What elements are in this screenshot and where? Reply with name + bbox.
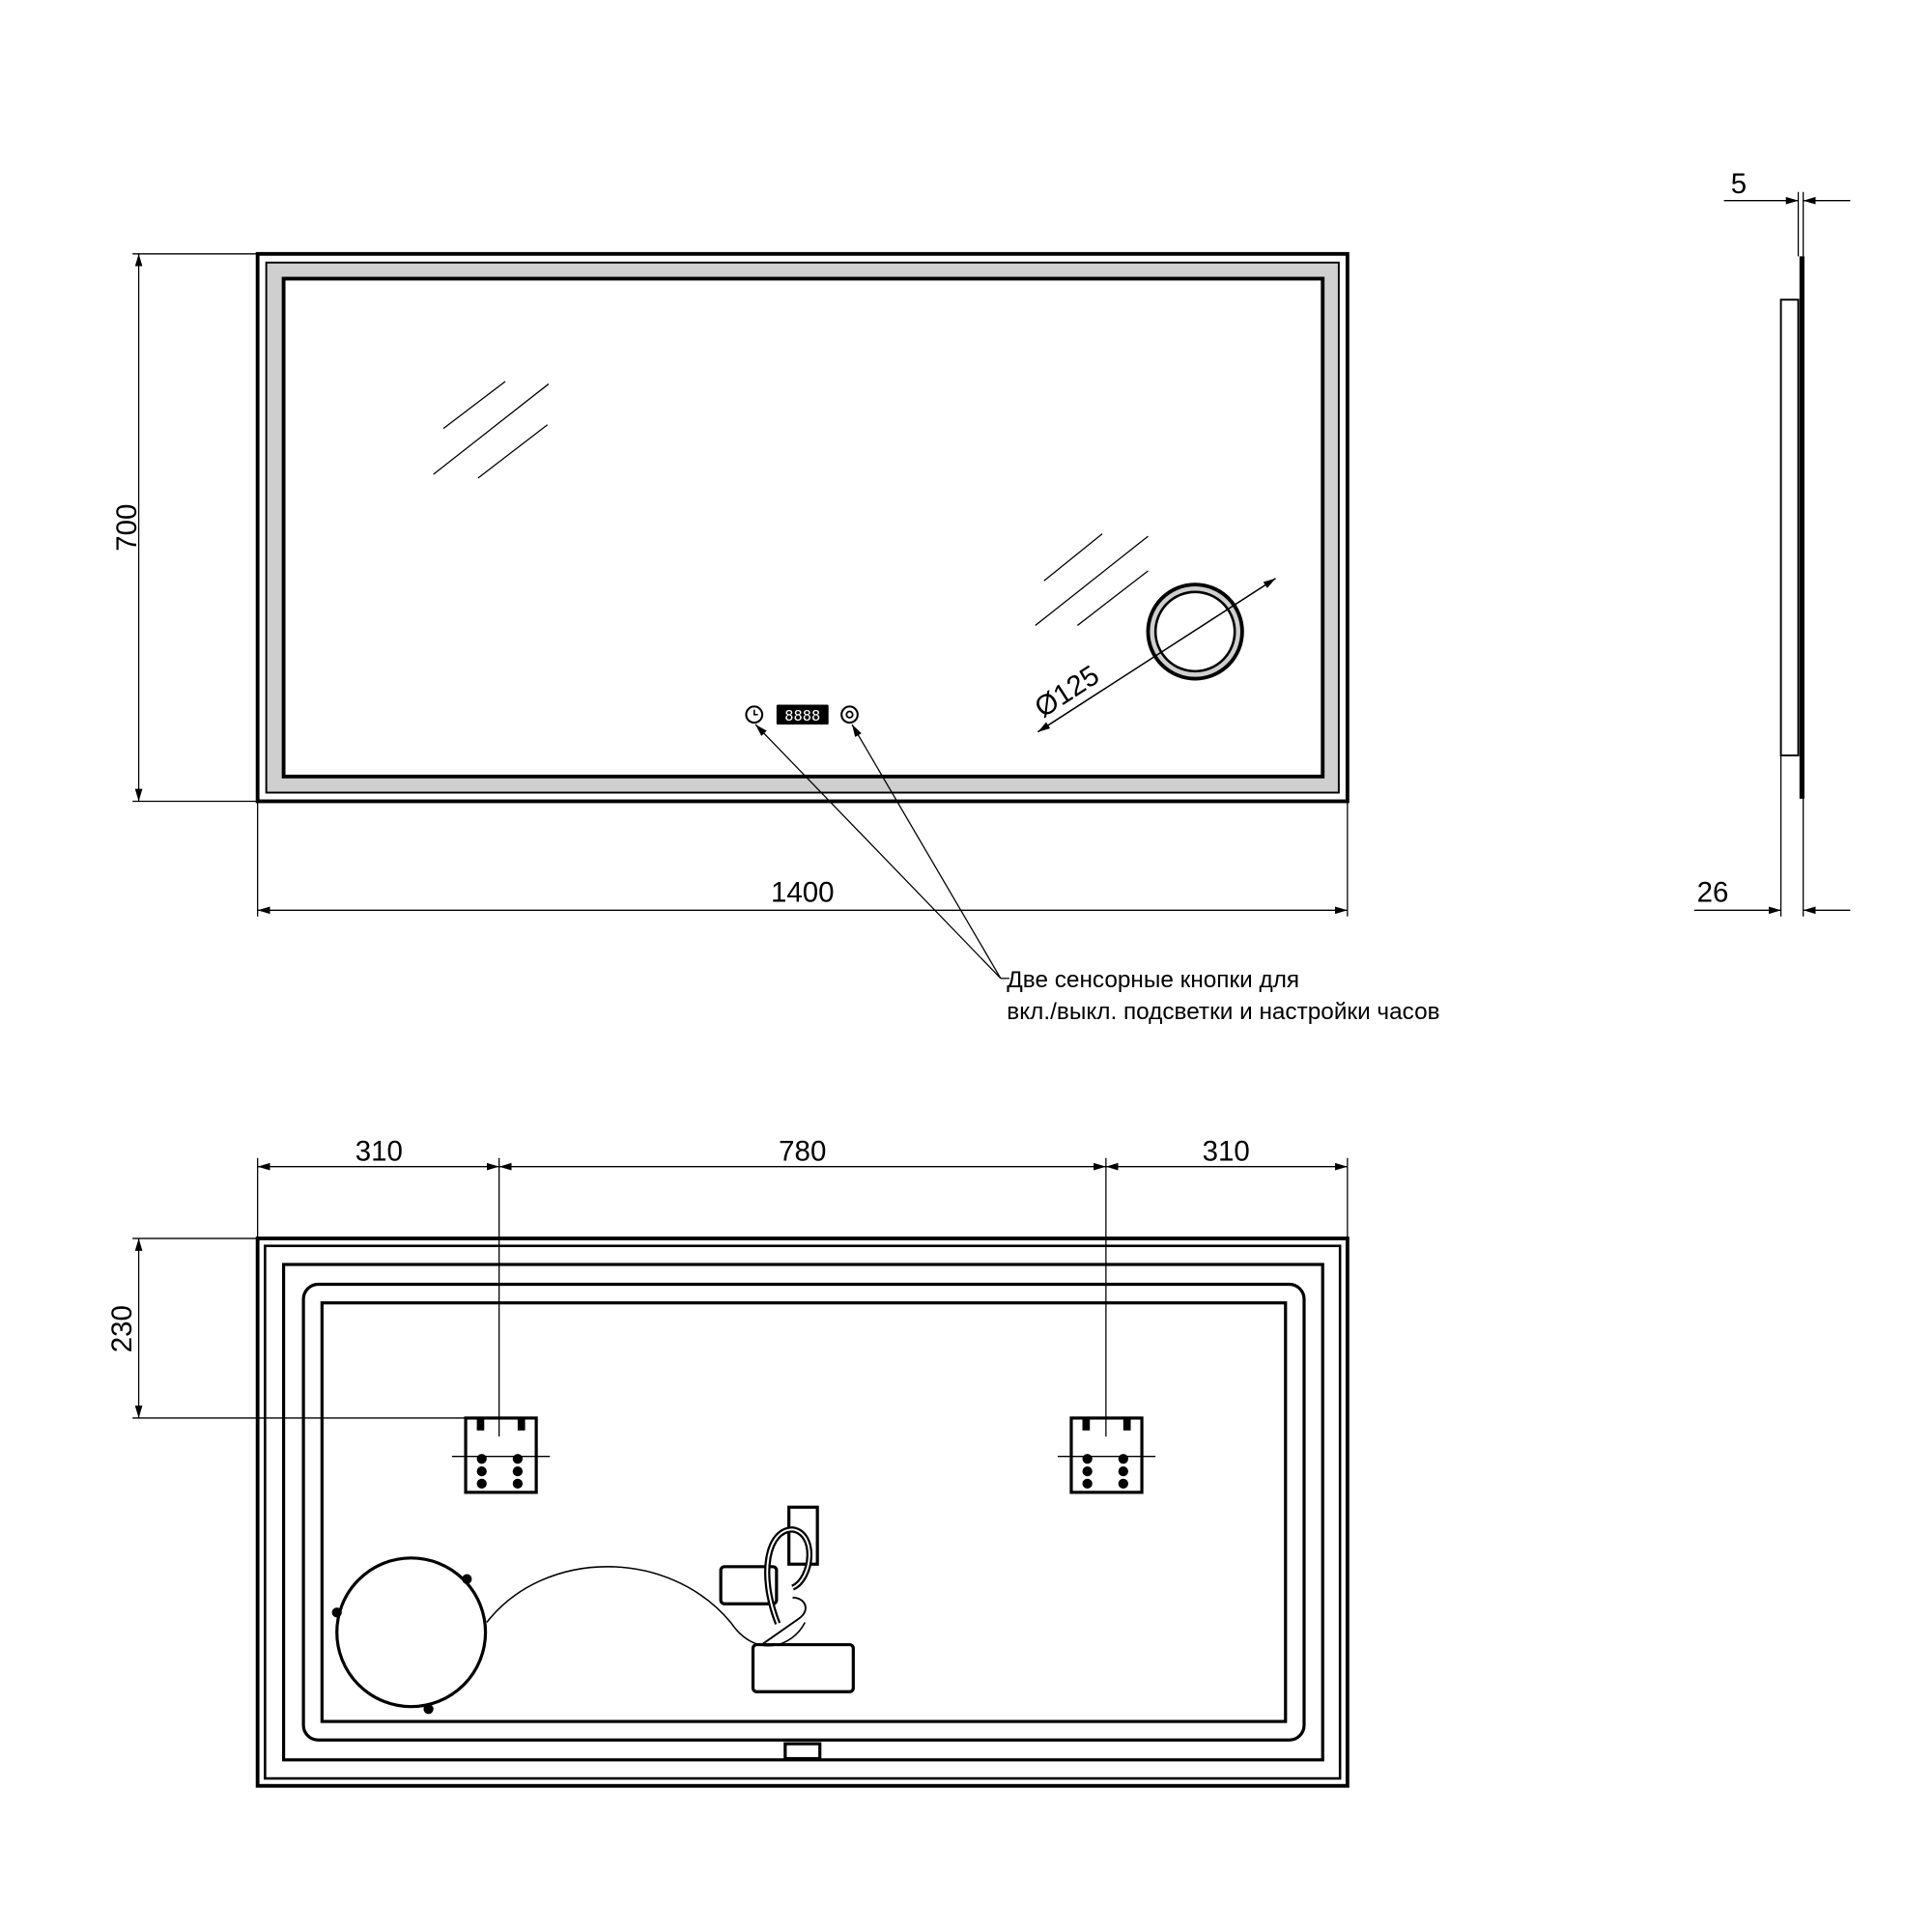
depth-label: 26 (1697, 876, 1729, 908)
magnifier-mirror: Ø125 (1029, 578, 1276, 733)
front-view: Ø125 8888 700 1400 Две сенсорные кнопки … (111, 251, 1440, 1025)
top-offset-label: 230 (106, 1305, 138, 1352)
switch-box (783, 1742, 822, 1761)
light-button-icon[interactable] (840, 705, 859, 724)
touch-panel: 8888 (745, 704, 859, 724)
center-spacing-label: 780 (779, 1135, 826, 1167)
right-offset-label: 310 (1203, 1135, 1250, 1167)
side-view: 5 26 (1693, 168, 1851, 917)
clock-display: 8888 (776, 704, 829, 724)
hanging-bracket-left (451, 1416, 551, 1494)
magnifier-back (331, 1556, 807, 1715)
back-box (1779, 298, 1800, 757)
mirror-glass (281, 276, 1325, 779)
power-supply-wiring (719, 1505, 855, 1693)
back-view: 310 780 310 230 (106, 1135, 1350, 1788)
mirror-outer-frame (255, 251, 1350, 804)
clock-button-icon[interactable] (745, 705, 764, 724)
glass-thickness-label: 5 (1731, 168, 1747, 200)
back-dimension-lines (132, 1157, 1349, 1437)
callout-text-line1: Две сенсорные кнопки для (1007, 967, 1299, 993)
width-dimension-label: 1400 (771, 876, 835, 908)
left-offset-label: 310 (355, 1135, 403, 1167)
dimension-lines (132, 253, 1349, 917)
callout-leader (754, 724, 1009, 980)
hanging-bracket-right (1057, 1416, 1156, 1494)
svg-text:8888: 8888 (784, 707, 820, 724)
height-dimension-label: 700 (111, 504, 143, 552)
callout-text-line2: вкл./выкл. подсветки и настройки часов (1007, 999, 1439, 1025)
led-driver (751, 1642, 855, 1693)
